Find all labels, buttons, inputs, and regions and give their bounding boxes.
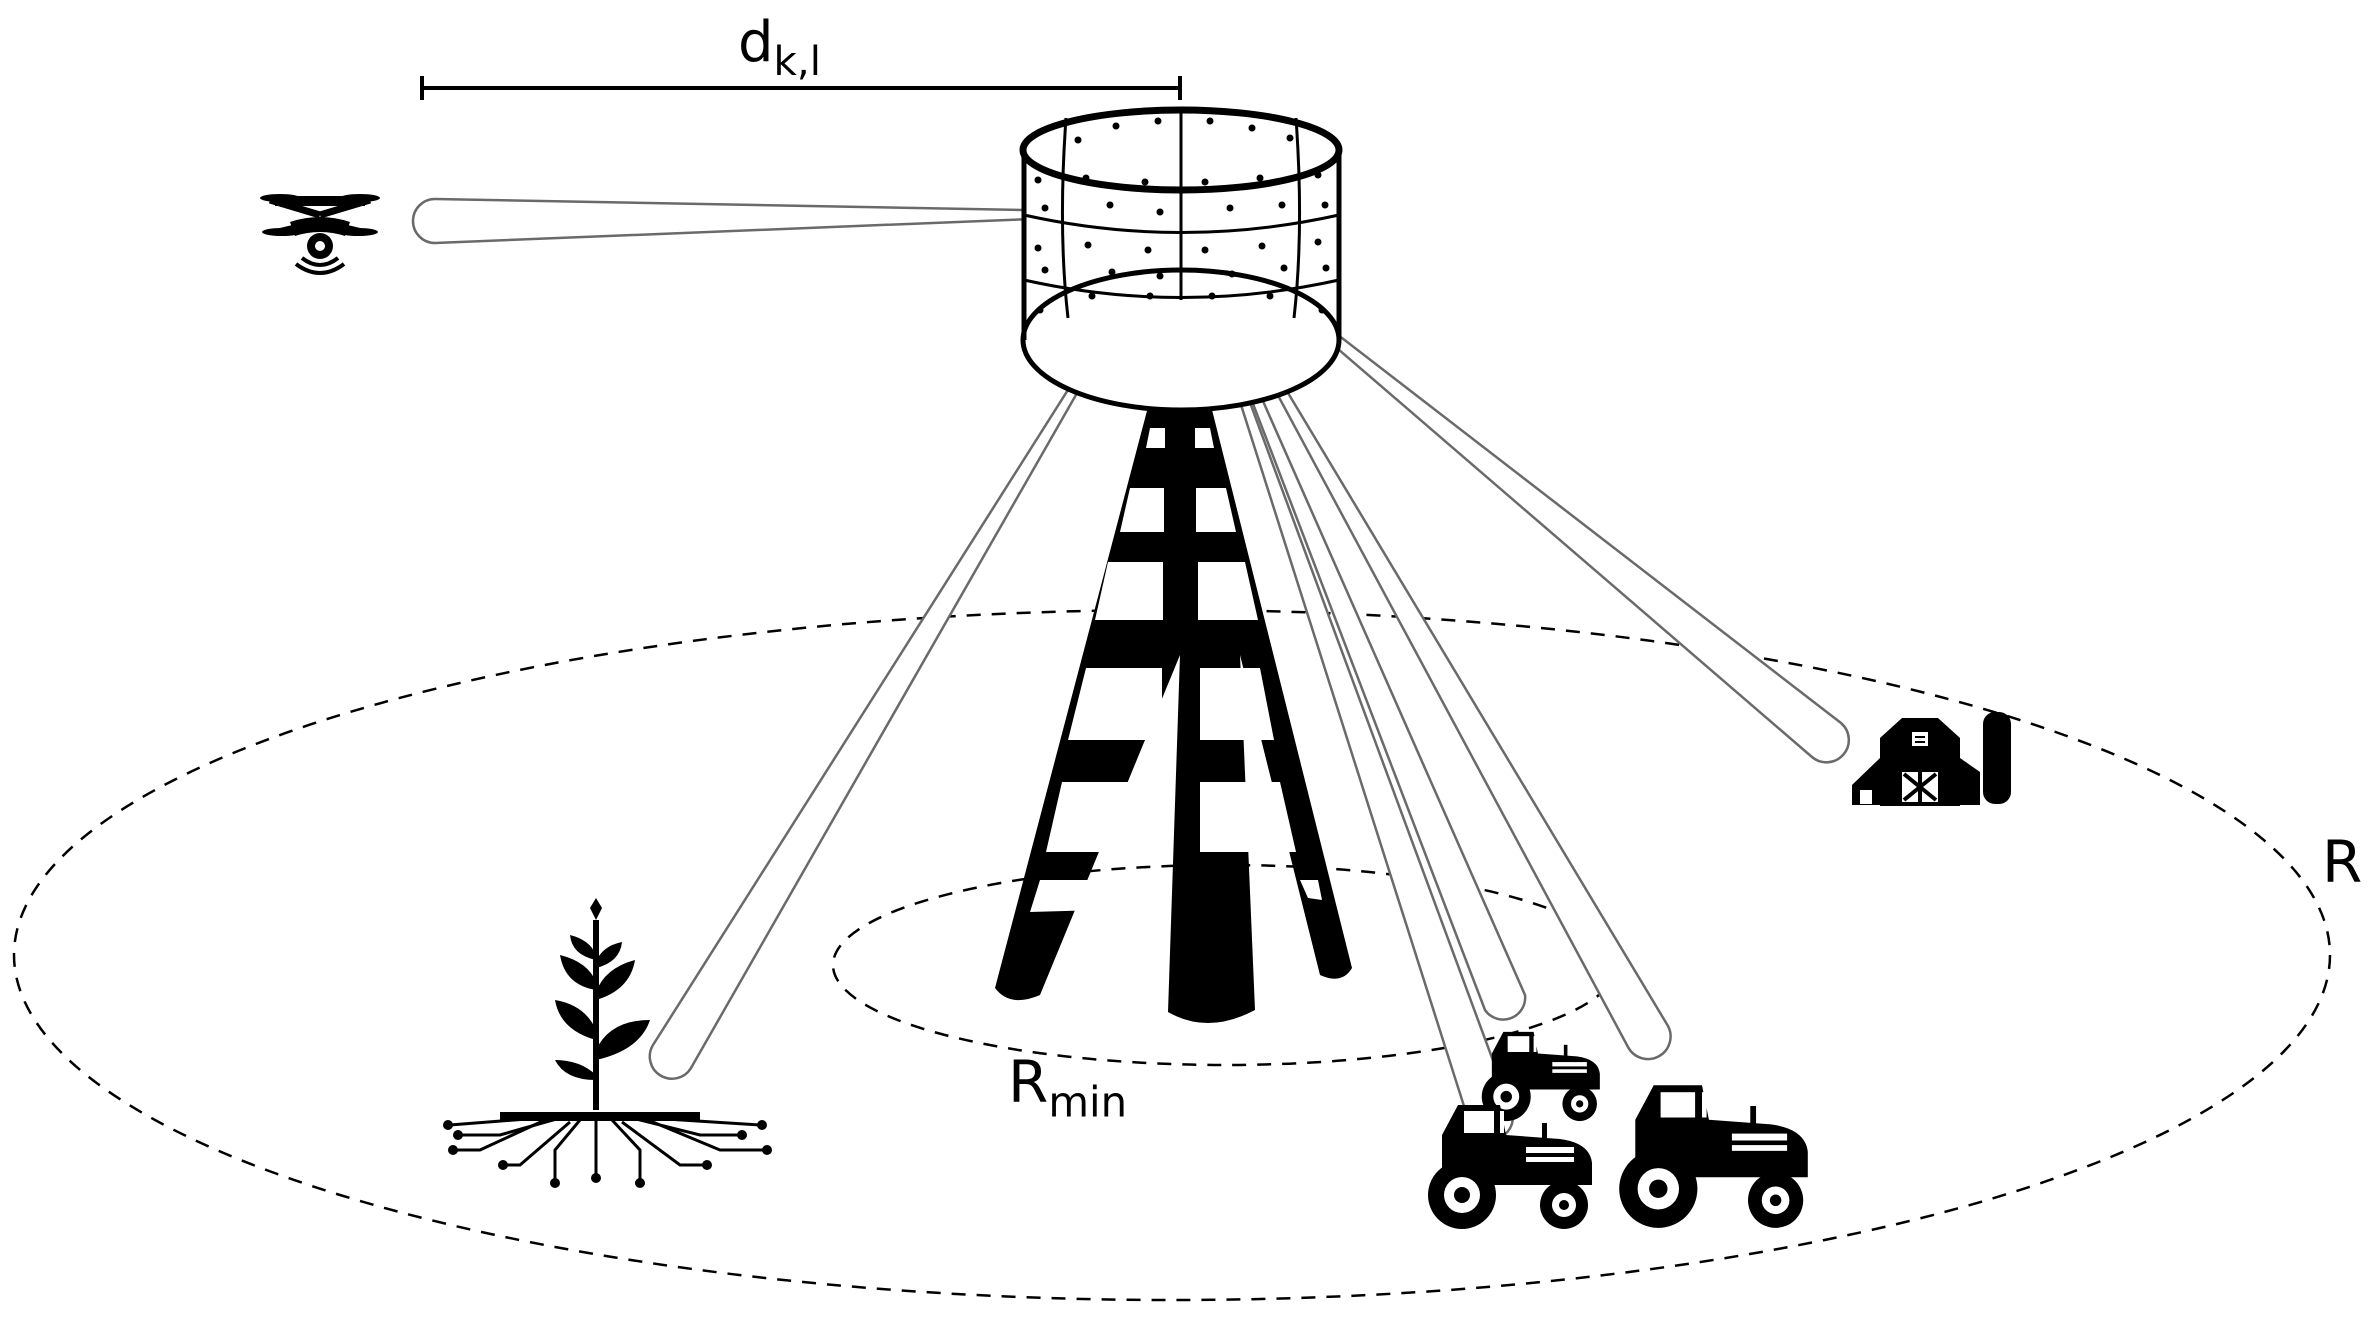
inner-radius-label-main: R <box>1008 1048 1049 1116</box>
plant-sensor-icon <box>443 898 772 1188</box>
beam-to-tractor-4 <box>1178 211 1672 1061</box>
distance-label-main: d <box>738 10 774 75</box>
inner-radius-label-sub: min <box>1048 1077 1128 1127</box>
barn-icon <box>1852 712 2011 806</box>
outer-radius-label: R <box>2322 828 2363 896</box>
drone-icon <box>260 194 380 275</box>
beam-to-drone <box>411 197 1182 245</box>
beam-to-tractor-3 <box>1178 211 1527 1021</box>
beam-to-plant <box>648 211 1182 1080</box>
beam-to-barn <box>1178 211 1851 764</box>
tower-icon <box>995 340 1352 1024</box>
inner-radius-label: Rmin <box>1008 1048 1127 1127</box>
antenna-array-icon <box>1019 106 1343 413</box>
distance-label-sub: k,l <box>773 38 821 86</box>
distance-label: dk,l <box>738 10 821 85</box>
beams <box>411 197 1851 1141</box>
distance-bar <box>420 76 1182 100</box>
tractor-icon <box>1619 1085 1808 1228</box>
